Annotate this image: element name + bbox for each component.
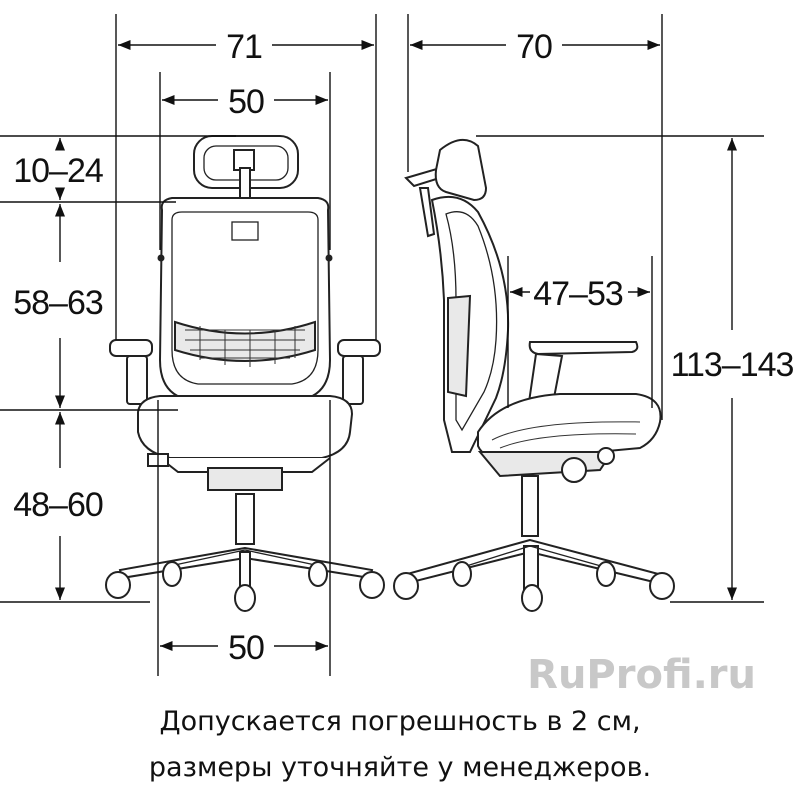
- dim-front-overall-width: 71: [226, 28, 262, 66]
- dim-headrest-adjust: 10–24: [13, 152, 103, 190]
- side-view-chair: [393, 139, 675, 612]
- dim-total-height: 113–143: [671, 346, 794, 384]
- dim-back-height: 58–63: [13, 284, 103, 322]
- note-line-1: Допускается погрешность в 2 см,: [159, 706, 641, 737]
- note-line-2: размеры уточняйте у менеджеров.: [148, 752, 652, 783]
- dim-front-back-width: 50: [228, 83, 264, 121]
- dimension-lines: [0, 14, 764, 676]
- dim-seat-depth: 47–53: [533, 275, 623, 313]
- watermark-text: RuProfi.ru: [527, 652, 756, 698]
- front-view-chair: [105, 135, 385, 612]
- dim-seat-height: 48–60: [13, 486, 103, 524]
- dim-base-width: 50: [228, 629, 264, 667]
- dim-side-overall-depth: 70: [516, 28, 552, 66]
